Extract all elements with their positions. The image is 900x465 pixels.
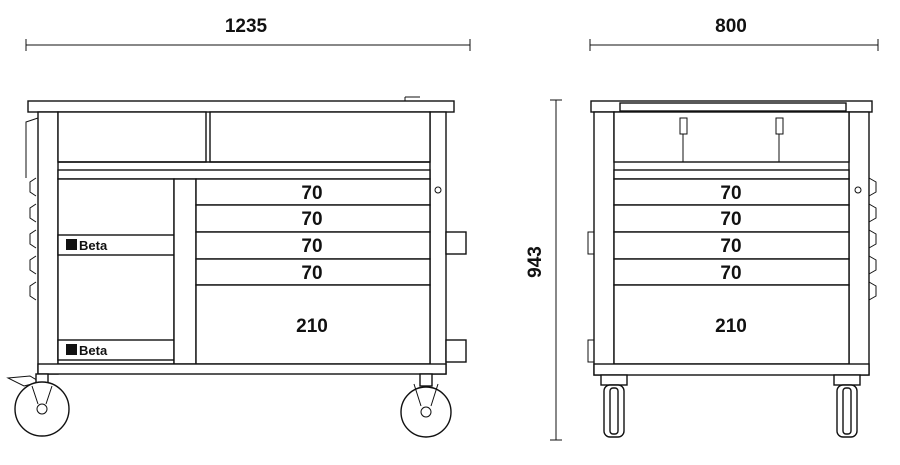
side-drawer-3 — [613, 231, 850, 260]
side-left-caster — [600, 374, 628, 438]
front-drawer-1-label: 70 — [301, 183, 322, 204]
depth-dimension-label: 800 — [715, 16, 747, 37]
beta-logo-top: Beta — [66, 238, 108, 253]
height-dimension-label: 943 — [525, 246, 546, 278]
side-drawer-2 — [613, 204, 850, 233]
side-right-panel — [848, 111, 870, 376]
side-left-panel — [593, 111, 615, 376]
side-drawer-4-label: 70 — [720, 263, 741, 284]
height-dimension: 943 — [525, 99, 562, 441]
side-right-caster — [833, 374, 861, 438]
beta-logo-mark — [66, 239, 77, 250]
front-drawer-3-label: 70 — [301, 236, 322, 257]
side-right-handles — [868, 177, 877, 301]
depth-dimension: 800 — [589, 16, 879, 51]
front-worktop — [27, 100, 455, 113]
beta-logo-text: Beta — [79, 343, 108, 358]
beta-logo-mark — [66, 344, 77, 355]
side-drawer-1-label: 70 — [720, 183, 741, 204]
front-upper-compartment-right — [209, 111, 431, 163]
front-drawer-5 — [195, 284, 431, 365]
front-shelf-rail — [57, 169, 431, 180]
side-drawer-5 — [613, 284, 850, 365]
side-upper-compartment — [613, 111, 850, 163]
side-base — [593, 363, 870, 376]
front-left-panel — [37, 111, 59, 375]
front-right-handle-bottom — [445, 339, 467, 363]
side-drawer-4 — [613, 258, 850, 286]
side-worktop-rim — [619, 102, 847, 112]
front-center-divider — [173, 178, 197, 365]
front-drawer-5-label: 210 — [296, 316, 328, 337]
front-upper-compartment-left — [57, 111, 207, 163]
front-base — [37, 363, 447, 375]
front-right-handle-top — [445, 231, 467, 255]
beta-logo-bottom: Beta — [66, 343, 108, 358]
front-left-door — [57, 178, 175, 365]
side-drawer-3-label: 70 — [720, 236, 741, 257]
front-right-panel — [429, 111, 447, 375]
front-drawer-2-label: 70 — [301, 209, 322, 230]
width-dimension: 1235 — [25, 16, 471, 51]
front-right-caster — [400, 373, 452, 438]
front-drawer-4-label: 70 — [301, 263, 322, 284]
side-drawer-5-label: 210 — [715, 316, 747, 337]
front-left-caster — [6, 373, 70, 437]
front-drawer-4 — [195, 258, 431, 286]
side-drawer-1 — [613, 178, 850, 206]
width-dimension-label: 1235 — [225, 16, 268, 37]
front-view: Beta Beta 70 70 70 70 210 — [6, 96, 467, 438]
side-drawer-2-label: 70 — [720, 209, 741, 230]
front-left-side-handles — [25, 117, 39, 301]
front-lock-icon — [434, 186, 442, 194]
side-shelf-rail — [613, 169, 850, 180]
side-lock-icon — [854, 186, 862, 194]
side-view: 70 70 70 70 210 — [587, 100, 877, 438]
beta-logo-text: Beta — [79, 238, 108, 253]
